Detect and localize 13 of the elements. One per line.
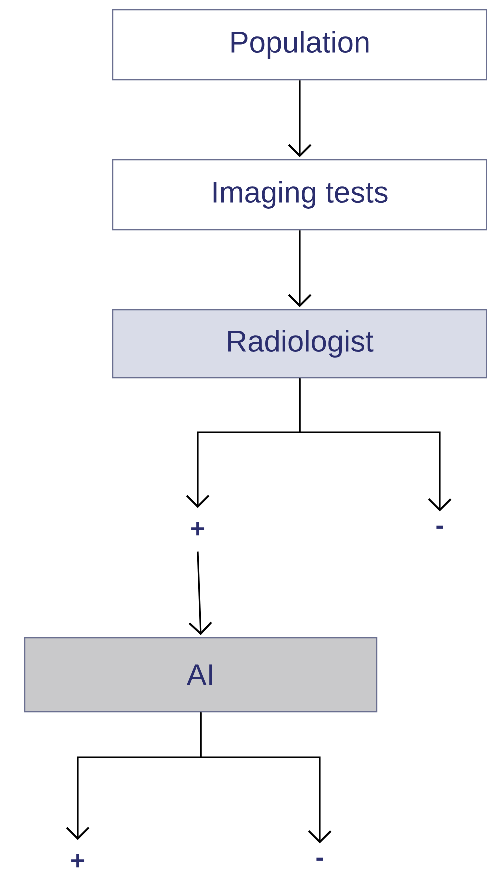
arrow [299, 378, 452, 512]
result-sign: - [316, 858, 324, 861]
result-sign: + [192, 522, 205, 536]
arrow [288, 80, 312, 158]
process-box: Imaging tests [112, 159, 487, 231]
process-box: AI [24, 637, 378, 713]
process-box: Population [112, 9, 487, 81]
process-box: Radiologist [112, 309, 487, 379]
arrow [288, 230, 312, 308]
arrow [200, 712, 332, 844]
result-sign: + [72, 854, 85, 868]
result-sign: - [436, 526, 444, 529]
arrow [188, 552, 212, 636]
